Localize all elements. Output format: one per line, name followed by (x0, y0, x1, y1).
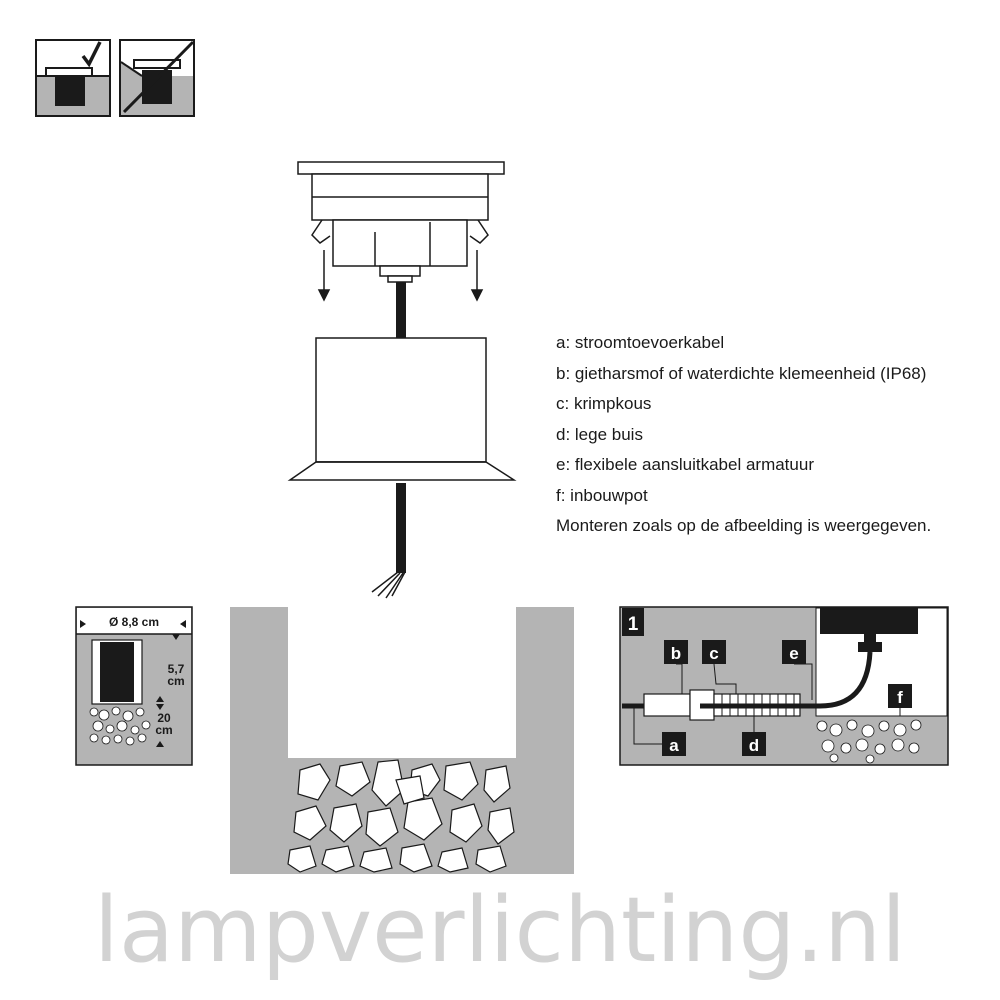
legend-item-a: a: stroomtoevoerkabel (556, 333, 725, 352)
detail-label-f: f (897, 688, 903, 707)
dimension-gravel (89, 706, 151, 746)
light-fixture (297, 161, 505, 283)
detail-label-e: e (789, 644, 798, 663)
ground-cross-section (230, 607, 574, 874)
depth-unit-label: cm (155, 723, 172, 737)
legend-item-e: e: flexibele aansluitkabel armatuur (556, 455, 814, 474)
gravel-layer (287, 759, 515, 873)
fixture-cable (371, 282, 406, 599)
legend-item-d: d: lege buis (556, 424, 643, 444)
legend-item-b: b: gietharsmof of waterdichte klemeenhei… (556, 363, 927, 383)
legend-note: Monteren zoals op de afbeelding is weerg… (556, 516, 932, 535)
depth-value-label: 20 (157, 711, 171, 725)
correct-installation-icon (35, 39, 111, 117)
detail-label-b: b (671, 644, 681, 663)
dimension-panel: Ø 8,8 cm 5,7 cm 20 cm (75, 606, 193, 766)
watermark: lampverlichting.nl (93, 878, 907, 983)
legend: a: stroomtoevoerkabel b: gietharsmof of … (556, 328, 931, 542)
connection-detail-panel: 1 b c e a d f (619, 606, 949, 766)
recessed-pot (287, 337, 517, 481)
diameter-label: Ø 8,8 cm (109, 615, 159, 629)
detail-gravel (816, 719, 922, 764)
height-unit-label: cm (167, 674, 184, 688)
detail-label-d: d (749, 736, 759, 755)
legend-item-c: c: krimpkous (556, 394, 652, 413)
step-number: 1 (628, 614, 639, 635)
detail-label-a: a (669, 736, 679, 755)
incorrect-installation-icon (119, 39, 195, 117)
legend-item-f: f: inbouwpot (556, 485, 648, 505)
height-value-label: 5,7 (168, 662, 185, 676)
detail-label-c: c (709, 644, 718, 663)
insert-direction-arrows (317, 250, 484, 302)
